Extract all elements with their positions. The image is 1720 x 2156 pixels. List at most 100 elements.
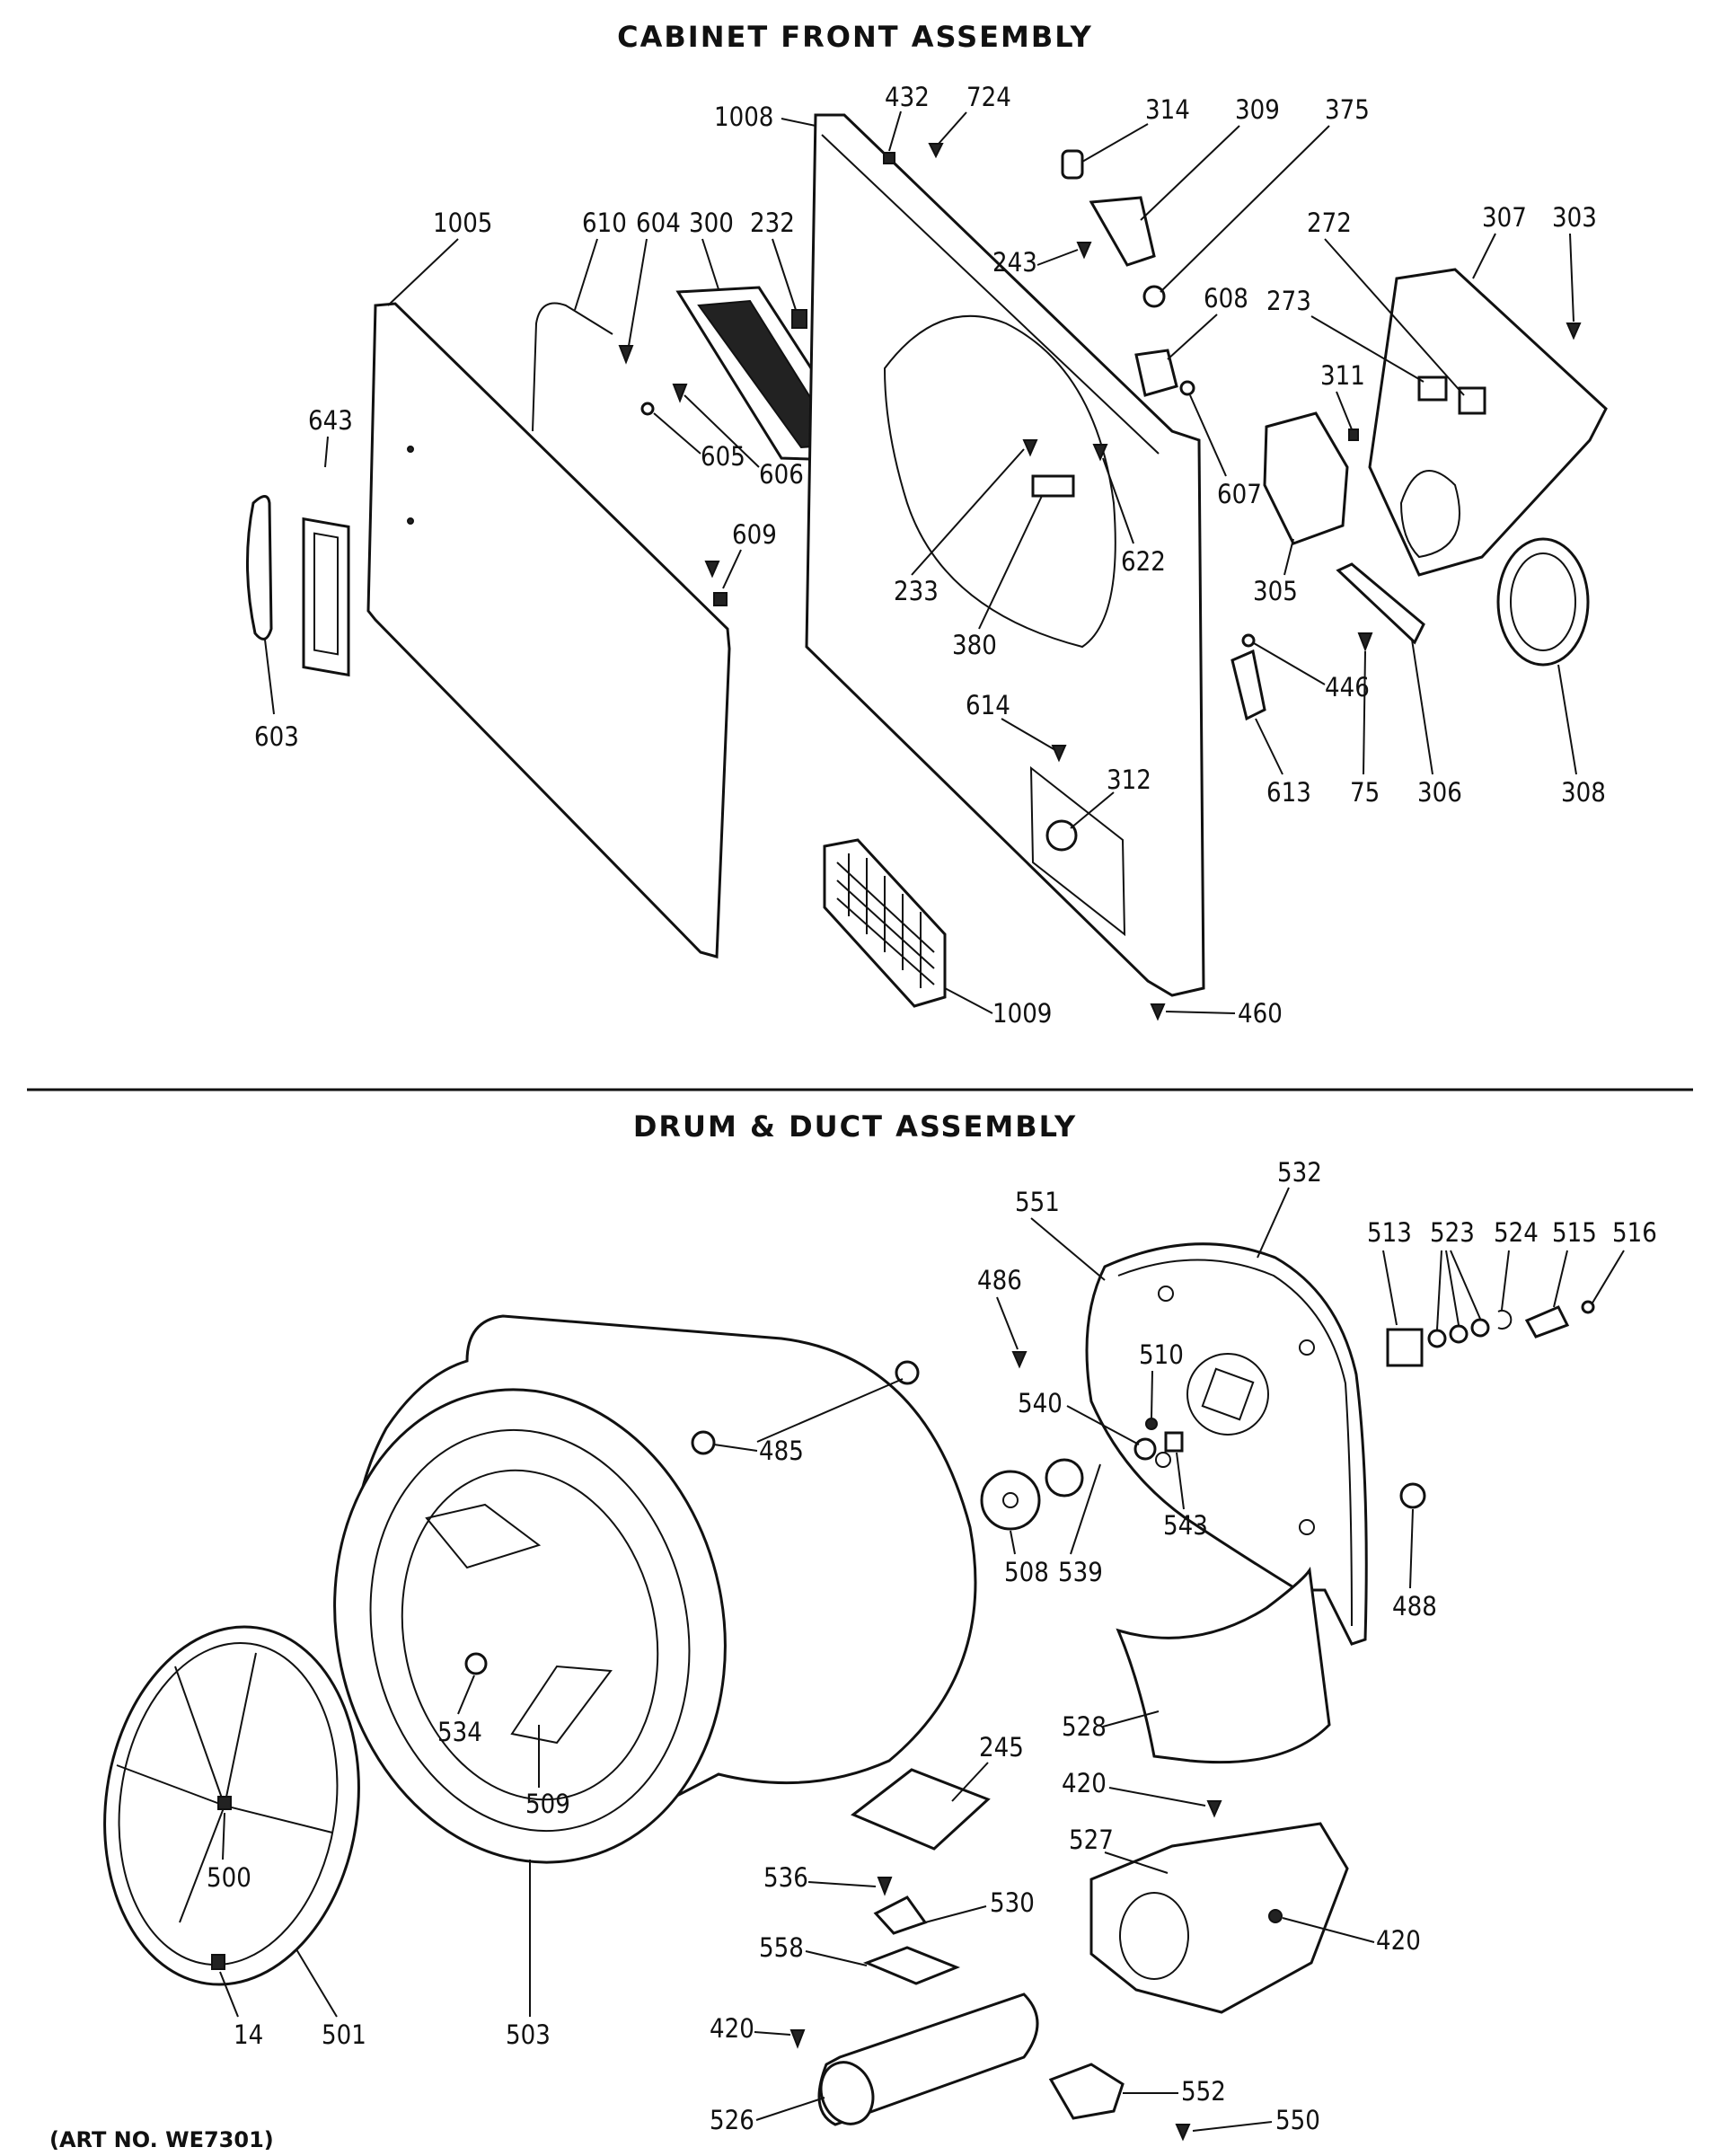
door-handle xyxy=(245,495,273,641)
callout-552: 552 xyxy=(1181,2076,1226,2107)
washer-446 xyxy=(1241,633,1256,648)
screw-550 xyxy=(1175,2124,1191,2142)
bulkhead-hub xyxy=(1186,1353,1269,1436)
callout-309: 309 xyxy=(1235,94,1280,125)
callout-558: 558 xyxy=(759,1932,804,1963)
callout-446: 446 xyxy=(1325,672,1370,702)
callout-1005: 1005 xyxy=(433,208,492,238)
callout-485: 485 xyxy=(759,1436,804,1466)
cabinet-section-title: CABINET FRONT ASSEMBLY xyxy=(617,20,1093,54)
callout-14: 14 xyxy=(234,2019,263,2050)
callout-536: 536 xyxy=(763,1862,808,1893)
callout-420: 420 xyxy=(1062,1768,1107,1798)
spacer-543 xyxy=(1164,1431,1184,1453)
callout-245: 245 xyxy=(979,1732,1024,1763)
washer-605 xyxy=(640,402,655,416)
callout-509: 509 xyxy=(525,1789,570,1819)
callout-530: 530 xyxy=(990,1887,1035,1918)
grille-slots xyxy=(836,853,935,988)
callout-232: 232 xyxy=(750,208,795,238)
drum-front-ring xyxy=(333,1388,727,1864)
drum-front-hub xyxy=(217,1796,232,1810)
callout-300: 300 xyxy=(689,208,734,238)
callout-375: 375 xyxy=(1325,94,1370,125)
callout-272: 272 xyxy=(1307,208,1352,238)
callout-605: 605 xyxy=(701,441,745,472)
spring-515 xyxy=(1524,1305,1570,1339)
callout-526: 526 xyxy=(710,2105,754,2135)
callout-528: 528 xyxy=(1062,1711,1107,1742)
washer-523b xyxy=(1449,1324,1469,1344)
callout-508: 508 xyxy=(1004,1557,1049,1587)
callout-305: 305 xyxy=(1253,576,1298,606)
screw-510 xyxy=(1145,1418,1158,1430)
clip-14 xyxy=(211,1954,225,1970)
callout-608: 608 xyxy=(1204,283,1248,314)
callout-420: 420 xyxy=(710,2013,754,2044)
rear-bulkhead-532 xyxy=(1085,1242,1368,1646)
callout-614: 614 xyxy=(966,690,1010,720)
callout-643: 643 xyxy=(308,405,353,436)
washer-523a xyxy=(1427,1329,1447,1348)
callout-543: 543 xyxy=(1163,1510,1208,1541)
callout-311: 311 xyxy=(1320,360,1365,391)
screw-609 xyxy=(704,561,720,579)
screw-303 xyxy=(1566,323,1582,340)
art-number: (ART NO. WE7301) xyxy=(49,2127,274,2152)
screw-536 xyxy=(877,1877,893,1896)
callout-75: 75 xyxy=(1350,777,1380,808)
screw-724 xyxy=(928,143,944,159)
callout-307: 307 xyxy=(1482,202,1527,233)
callout-306: 306 xyxy=(1417,777,1462,808)
callout-486: 486 xyxy=(977,1265,1022,1295)
plate-245 xyxy=(851,1768,991,1851)
duct-528 xyxy=(1116,1566,1331,1764)
callout-460: 460 xyxy=(1238,998,1283,1029)
light-375 xyxy=(1142,285,1166,308)
pulley-508 xyxy=(980,1470,1041,1531)
callout-510: 510 xyxy=(1139,1339,1184,1370)
callout-312: 312 xyxy=(1107,764,1151,795)
drum-front-500 xyxy=(118,1641,339,1966)
callout-724: 724 xyxy=(966,82,1011,112)
screw-604 xyxy=(618,345,634,365)
screw-233 xyxy=(1022,439,1038,457)
callout-603: 603 xyxy=(254,721,299,752)
hinge-bar xyxy=(532,302,613,432)
screw-420-heater xyxy=(789,2029,806,2049)
callout-532: 532 xyxy=(1277,1157,1322,1188)
screw-485 xyxy=(691,1430,716,1455)
screw-243 xyxy=(1076,242,1092,260)
drum-baffle-509 xyxy=(510,1665,613,1745)
callout-314: 314 xyxy=(1145,94,1190,125)
duct-housing-307 xyxy=(1368,268,1608,577)
callout-420: 420 xyxy=(1376,1925,1421,1956)
bracket-613 xyxy=(1230,649,1266,721)
callout-243: 243 xyxy=(992,247,1037,278)
nut-609 xyxy=(713,592,728,606)
bearing-534 xyxy=(464,1652,488,1675)
screw-420-duct xyxy=(1268,1909,1283,1923)
clip-232 xyxy=(791,309,807,329)
bracket-306 xyxy=(1336,562,1425,645)
knob-312 xyxy=(1045,819,1078,852)
callout-1008: 1008 xyxy=(714,102,773,132)
callout-622: 622 xyxy=(1121,546,1166,577)
door-panel xyxy=(366,302,731,959)
callout-550: 550 xyxy=(1275,2105,1320,2135)
screw-75 xyxy=(1357,632,1373,652)
drum-front-spokes xyxy=(116,1652,333,1923)
plug-488 xyxy=(1399,1482,1426,1509)
cabinet-callouts: 1008 432 724 314 309 375 1005 610 604 30… xyxy=(254,82,1606,1029)
callout-380: 380 xyxy=(952,630,997,660)
switch-314 xyxy=(1061,149,1084,180)
bearing-plate-513 xyxy=(1386,1328,1424,1367)
callout-524: 524 xyxy=(1494,1217,1539,1248)
callout-523: 523 xyxy=(1430,1217,1475,1248)
washer-540 xyxy=(1133,1437,1157,1461)
screw-614 xyxy=(1051,745,1067,763)
callout-551: 551 xyxy=(1015,1187,1060,1217)
screw-420 xyxy=(1206,1800,1222,1818)
thermostat-272 xyxy=(1458,386,1486,415)
callout-534: 534 xyxy=(437,1717,482,1747)
